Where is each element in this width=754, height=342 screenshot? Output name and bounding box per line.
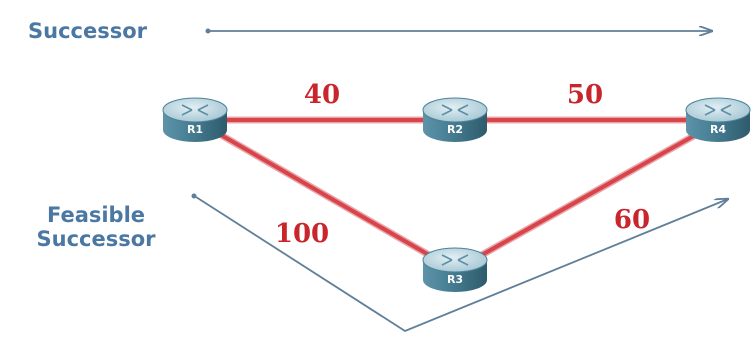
metric-r1-r3: 100	[275, 219, 329, 249]
link-r3-r4	[454, 118, 723, 272]
router-label-r3: R3	[447, 273, 463, 286]
router-arrows-icon	[441, 254, 469, 266]
successor-label: Successor	[28, 19, 148, 43]
router-r3[interactable]: R3	[422, 247, 488, 292]
feasible-successor-arrow-start-dot	[191, 193, 197, 199]
router-label-r2: R2	[447, 123, 463, 136]
router-label-r4: R4	[710, 123, 726, 136]
router-arrows-icon	[704, 104, 732, 116]
router-r2[interactable]: R2	[422, 97, 488, 142]
router-r4[interactable]: R4	[685, 97, 751, 142]
metric-r1-r2: 40	[304, 80, 340, 110]
router-label-r1: R1	[187, 123, 203, 136]
router-r1[interactable]: R1	[162, 97, 228, 142]
metric-r3-r4: 60	[614, 205, 650, 235]
successor-arrow-start-dot	[205, 28, 211, 34]
router-arrows-icon	[441, 104, 469, 116]
link-r1-r3	[194, 118, 456, 272]
links	[193, 116, 724, 274]
feasible-successor-label-line1: Feasible	[47, 203, 145, 227]
feasible-successor-label-line2: Successor	[37, 227, 157, 251]
feasible-successor-arrow	[195, 196, 728, 333]
metric-r2-r4: 50	[567, 80, 603, 110]
router-arrows-icon	[181, 104, 209, 116]
